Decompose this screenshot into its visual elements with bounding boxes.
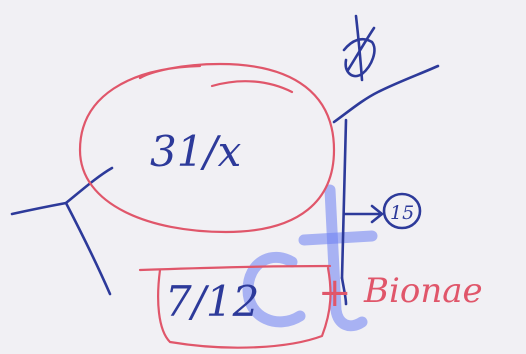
watermark-letter-t-bar	[298, 230, 378, 246]
watermark-letter-t-stem	[324, 184, 368, 332]
red-note-text: Bionae	[363, 271, 483, 311]
fifteen-circle	[382, 192, 422, 230]
left-branch-upper	[64, 166, 114, 205]
left-branch	[10, 166, 114, 296]
watermark: Ct	[242, 184, 378, 332]
left-branch-stem	[10, 201, 68, 216]
scribble-marker	[342, 14, 376, 82]
red-box-top	[138, 264, 332, 272]
boxed-value-text: 7/12	[165, 277, 259, 326]
arrow-to-fifteen	[342, 192, 422, 230]
watermark-letter-c	[242, 251, 306, 328]
right-trunk	[332, 64, 440, 306]
boxed-node	[138, 264, 332, 349]
circled-value-text: 31/x	[150, 127, 242, 176]
plus-sign-text: +	[318, 270, 352, 316]
scribble-stroke-3	[346, 26, 376, 72]
left-branch-lower	[64, 201, 112, 296]
trunk-line	[340, 118, 348, 280]
scribble-stroke-2	[342, 37, 376, 78]
red-box-sides	[157, 266, 332, 349]
red-circle	[78, 62, 336, 234]
circled-node	[78, 62, 336, 234]
trunk-tail	[340, 276, 348, 306]
scribble-stroke-1	[354, 14, 364, 82]
red-circle-overstroke	[210, 80, 294, 94]
side-number-text: 15	[390, 202, 414, 224]
upper-branch	[332, 64, 440, 124]
arrow-head	[370, 204, 384, 224]
